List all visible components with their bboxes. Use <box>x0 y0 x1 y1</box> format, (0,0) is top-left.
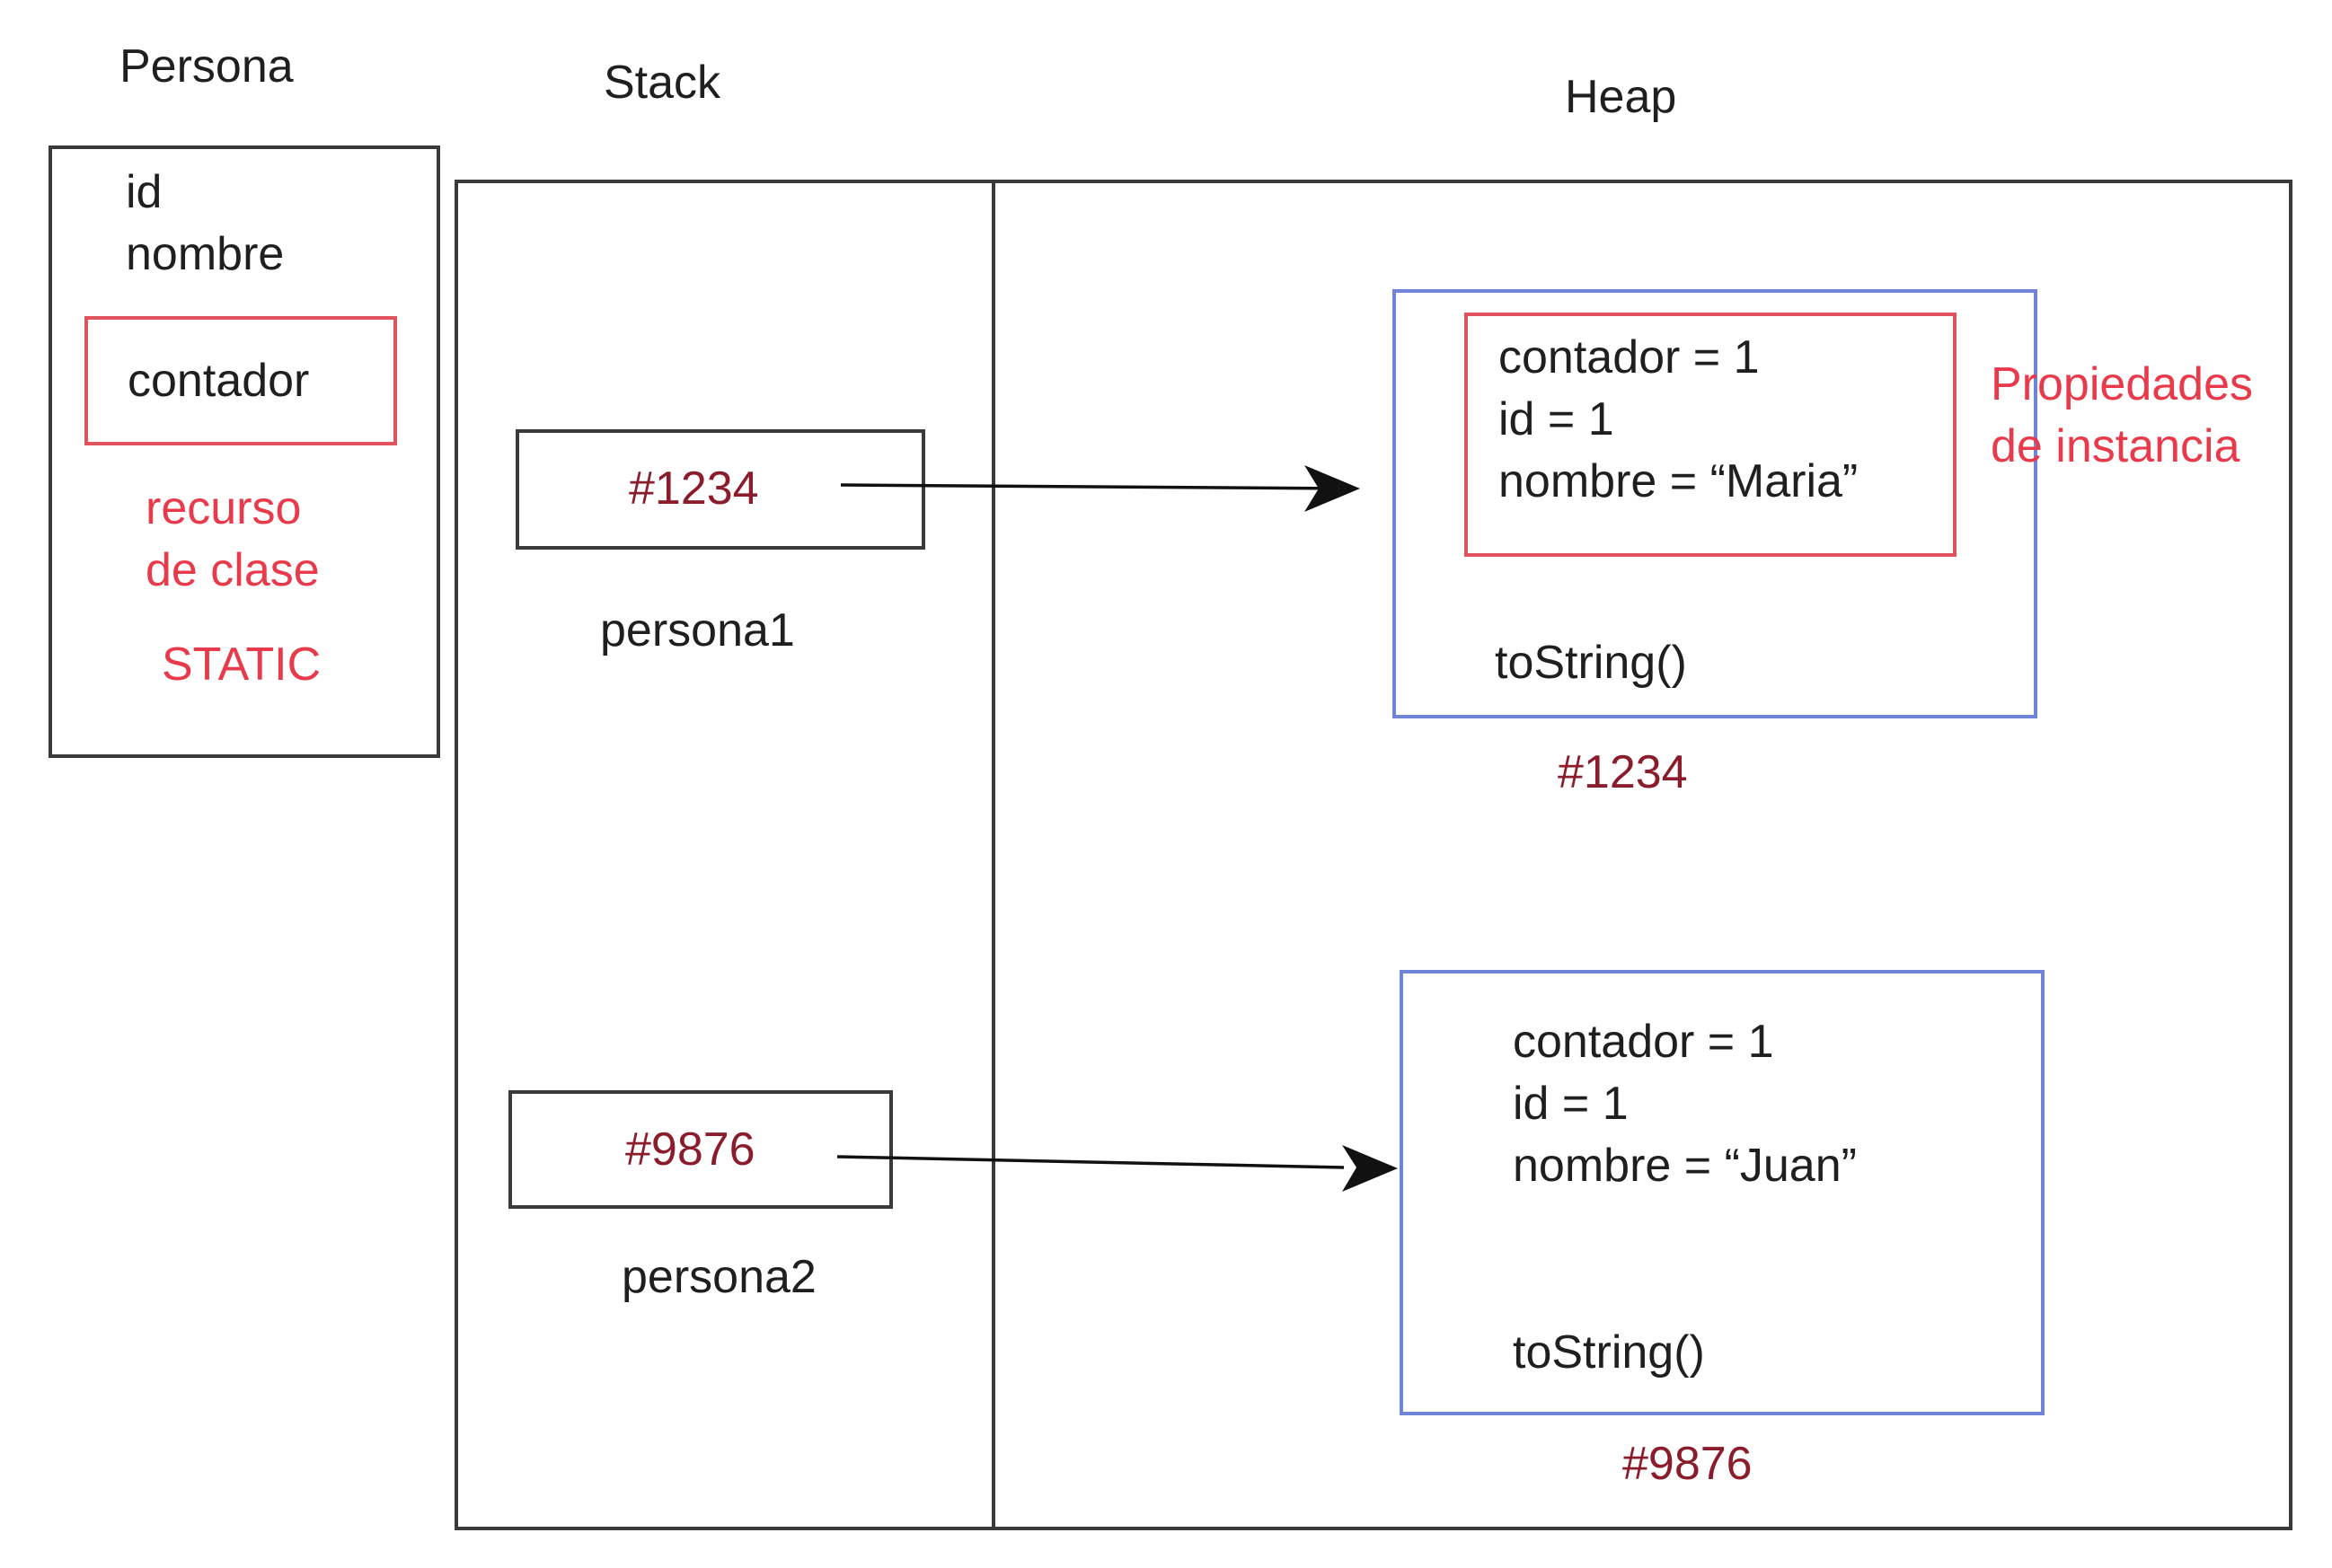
static-keyword-note: STATIC <box>162 639 322 691</box>
class-field-id: id <box>126 166 163 218</box>
stack-var-name: persona1 <box>600 604 795 656</box>
stack-ref-box-persona2: #9876 <box>508 1090 893 1209</box>
instance-properties-box: contador = 1 id = 1 nombre = “Maria” <box>1464 313 1957 557</box>
static-field-box: contador <box>84 316 397 445</box>
instance-properties-note-line2: de instancia <box>1991 420 2240 472</box>
heap-object-2: contador = 1 id = 1 nombre = “Juan” toSt… <box>1400 970 2045 1415</box>
heap-object-1: contador = 1 id = 1 nombre = “Maria” toS… <box>1392 289 2037 718</box>
memory-frame <box>455 180 2292 1530</box>
class-title: Persona <box>119 40 294 92</box>
stack-title: Stack <box>604 57 721 109</box>
instance-method: toString() <box>1513 1326 1705 1379</box>
instance-field: contador = 1 <box>1513 1016 1774 1068</box>
class-resource-note-line1: recurso <box>146 482 302 534</box>
static-field-label: contador <box>128 355 310 407</box>
instance-method: toString() <box>1495 637 1687 689</box>
heap-address: #1234 <box>1558 746 1688 798</box>
class-resource-note-line2: de clase <box>146 544 320 596</box>
class-field-nombre: nombre <box>126 228 285 280</box>
heap-title: Heap <box>1565 71 1677 123</box>
instance-properties-note-line1: Propiedades <box>1991 358 2253 410</box>
stack-heap-divider <box>992 180 995 1530</box>
class-panel: id nombre contador recurso de clase STAT… <box>49 145 440 758</box>
stack-var-name: persona2 <box>622 1251 817 1303</box>
arrow-persona1-to-heap <box>840 465 1360 512</box>
stack-ref-box-persona1: #1234 <box>516 429 925 550</box>
instance-field: contador = 1 <box>1498 331 1760 383</box>
stack-ref-address: #9876 <box>625 1123 755 1176</box>
heap-address: #9876 <box>1622 1438 1753 1490</box>
arrow-persona2-to-heap <box>836 1145 1398 1192</box>
stack-ref-address: #1234 <box>629 462 759 515</box>
instance-field: nombre = “Maria” <box>1498 455 1859 507</box>
instance-field: nombre = “Juan” <box>1513 1140 1857 1192</box>
instance-field: id = 1 <box>1498 393 1614 445</box>
instance-field: id = 1 <box>1513 1078 1629 1130</box>
